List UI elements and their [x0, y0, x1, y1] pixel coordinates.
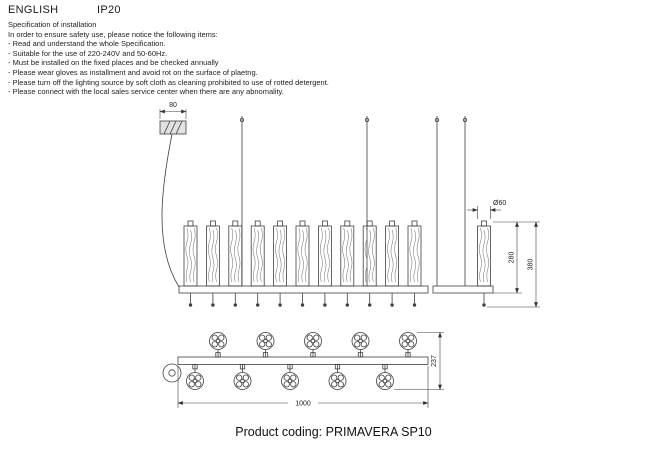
glass-shade	[295, 220, 310, 307]
hanging-bar-top	[177, 356, 429, 365]
spec-item-6: - Please connect with the local sales se…	[8, 87, 284, 97]
lamp-top-view	[328, 364, 347, 390]
glass-shade	[250, 220, 265, 307]
dim-depth-lines	[394, 331, 444, 391]
dim-canopy-width-lines	[159, 109, 187, 119]
top-lamps-group	[186, 332, 417, 390]
dim-shade-diameter-lines	[467, 206, 501, 219]
dim-shade-drop-label: 280	[509, 252, 516, 264]
lamp-top-view	[399, 332, 417, 358]
hanging-bar-end	[432, 285, 494, 294]
spec-title: Specification of installation	[8, 20, 97, 29]
ip-rating-label: IP20	[97, 4, 121, 16]
glass-shade	[273, 220, 288, 307]
glass-shade	[340, 220, 355, 307]
dim-canopy-width-label: 80	[169, 102, 177, 109]
spec-item-4: - Please wear gloves as installment and …	[8, 67, 258, 77]
spec-section: Specification of installation In order t…	[8, 20, 428, 97]
ceiling-canopy	[159, 120, 187, 135]
side-view-drawing: Ø60 280 380	[432, 116, 540, 308]
dim-shade-diameter-label: Ø60	[493, 200, 506, 207]
canopy-top-view	[162, 363, 182, 383]
dim-fixture-length-label: 1000	[295, 401, 311, 408]
lamp-top-view	[209, 332, 227, 358]
side-shade	[477, 220, 491, 307]
glass-shade	[362, 220, 377, 307]
glass-shade	[228, 220, 243, 307]
spec-item-3: - Must be installed on the fixed places …	[8, 58, 219, 68]
product-coding: Product coding: PRIMAVERA SP10	[235, 425, 432, 439]
suspension-wire	[462, 116, 467, 286]
spec-intro: In order to ensure safety use, please no…	[8, 29, 218, 39]
lamp-top-view	[256, 332, 275, 358]
glass-shade	[317, 220, 332, 307]
lamp-top-view	[304, 332, 322, 358]
top-view-drawing: 1000 237	[162, 331, 444, 408]
glass-shade	[477, 220, 491, 307]
language-label: ENGLISH	[8, 4, 59, 16]
suspension-wire	[364, 116, 369, 286]
spec-item-2: - Suitable for the use of 220-240V and 5…	[8, 48, 168, 58]
spec-item-5: - Please turn off the lighting source by…	[8, 77, 329, 87]
lamp-top-view	[186, 364, 204, 390]
front-shades-row	[183, 220, 422, 307]
hanging-bar	[178, 285, 429, 294]
spec-item-1: - Read and understand the whole Specific…	[8, 39, 166, 49]
power-cord	[161, 133, 180, 288]
lamp-top-view	[281, 364, 299, 390]
lamp-top-view	[233, 364, 252, 390]
dim-total-drop-label: 380	[528, 259, 535, 271]
glass-shade	[385, 220, 400, 307]
glass-shade	[183, 220, 198, 307]
lamp-top-view	[376, 364, 394, 390]
glass-shade	[205, 220, 220, 307]
front-view-drawing: 80	[159, 102, 429, 307]
dim-fixture-depth-label: 237	[431, 355, 438, 367]
glass-shade	[407, 220, 422, 307]
dim-vertical-lines	[487, 221, 540, 308]
lamp-top-view	[351, 332, 370, 358]
suspension-wire	[434, 116, 439, 286]
